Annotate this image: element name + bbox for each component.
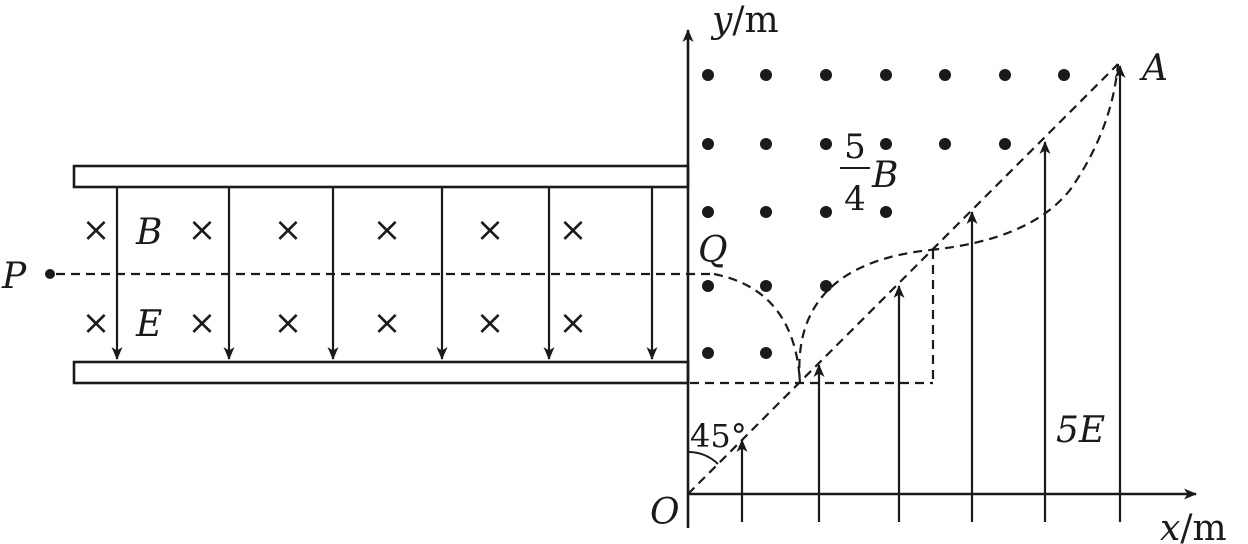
label-e: E	[135, 304, 162, 345]
dot	[820, 280, 832, 292]
svg-text:y/m: y/m	[710, 0, 779, 41]
y-axis-label: y/m	[710, 0, 779, 41]
frac-variable: B	[871, 155, 898, 196]
label-b: B	[135, 212, 162, 253]
label-a: A	[1139, 48, 1168, 89]
dot	[760, 69, 772, 81]
dot	[760, 206, 772, 218]
dot	[999, 69, 1011, 81]
field-into-page-marks: × × × × × × × × × × × ×	[82, 210, 588, 343]
dot	[760, 280, 772, 292]
cross-mark: ×	[373, 303, 402, 343]
cross-mark: ×	[476, 303, 505, 343]
dot	[702, 280, 714, 292]
dot	[939, 69, 951, 81]
dot	[702, 206, 714, 218]
dot	[820, 69, 832, 81]
dot	[880, 138, 892, 150]
dot	[880, 206, 892, 218]
field-out-of-page-dots	[702, 69, 1070, 359]
dot	[999, 138, 1011, 150]
arc-q-to-lower	[713, 272, 802, 384]
svg-text:x/m: x/m	[1160, 508, 1227, 544]
label-angle: 45°	[690, 417, 747, 455]
cross-mark: ×	[188, 303, 217, 343]
dot	[702, 347, 714, 359]
upper-plate	[72, 164, 690, 189]
dot	[702, 69, 714, 81]
cross-mark: ×	[274, 303, 303, 343]
cross-mark: ×	[82, 303, 111, 343]
dot	[880, 69, 892, 81]
label-p: P	[1, 256, 27, 297]
cross-mark: ×	[274, 210, 303, 250]
dot	[939, 138, 951, 150]
cross-mark: ×	[559, 303, 588, 343]
dot	[820, 206, 832, 218]
diagonal-line-oa	[687, 63, 1119, 495]
cross-mark: ×	[476, 210, 505, 250]
curve-mid-to-a	[929, 63, 1120, 252]
cross-mark: ×	[559, 210, 588, 250]
dot	[702, 138, 714, 150]
field-5e-arrows	[736, 65, 1126, 522]
label-origin: O	[650, 492, 680, 533]
cross-mark: ×	[188, 210, 217, 250]
point-p	[45, 269, 55, 279]
label-q: Q	[698, 230, 728, 271]
frac-denominator: 4	[844, 179, 866, 219]
dot	[1058, 69, 1070, 81]
cross-mark: ×	[82, 210, 111, 250]
label-5e: 5E	[1056, 410, 1105, 451]
frac-numerator: 5	[844, 127, 866, 167]
cross-mark: ×	[373, 210, 402, 250]
dot	[820, 138, 832, 150]
angle-arc	[687, 450, 719, 465]
trajectory-dashed	[687, 63, 1120, 495]
x-axis-label: x/m	[1160, 508, 1227, 544]
dot	[760, 347, 772, 359]
label-five-fourths-b: 5 4 B	[840, 127, 898, 219]
lower-plate	[72, 360, 690, 385]
dot	[760, 138, 772, 150]
